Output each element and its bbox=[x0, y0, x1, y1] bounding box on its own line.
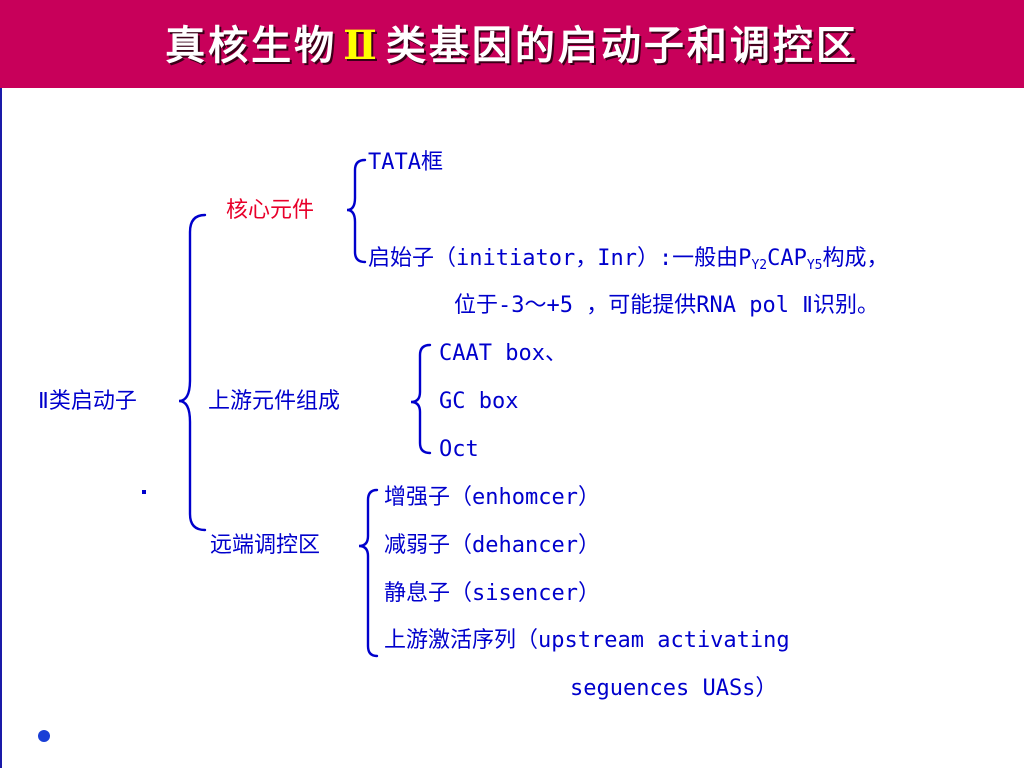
distal-item-uas-line1: 上游激活序列（upstream activating bbox=[384, 628, 790, 653]
upstream-item-oct: Oct bbox=[439, 437, 479, 462]
distal-label: 远端调控区 bbox=[210, 533, 321, 558]
core-brace bbox=[346, 158, 367, 264]
tata-box: TATA框 bbox=[368, 150, 443, 175]
distal-item-silencer: 静息子（sisencer） bbox=[384, 581, 600, 606]
core-label: 核心元件 bbox=[226, 198, 315, 223]
initiator-prefix: 启始子（initiator，Inr）:一般由P bbox=[368, 246, 752, 271]
initiator-sub1: Y2 bbox=[751, 258, 768, 273]
title-part2: 类基因的启动子和调控区 bbox=[385, 22, 859, 69]
stray-dot bbox=[142, 490, 146, 494]
title-part1: 真核生物 bbox=[165, 22, 338, 69]
upstream-brace bbox=[410, 343, 432, 455]
distal-item-uas-line2: seguences UASs） bbox=[570, 676, 778, 701]
bullet-icon bbox=[38, 730, 50, 742]
initiator-suffix: 构成， bbox=[822, 246, 889, 271]
initiator-sub2: Y5 bbox=[806, 258, 823, 273]
upstream-item-gc: GC box bbox=[439, 389, 519, 414]
initiator-line2: 位于-3～+5 ，可能提供RNA pol Ⅱ识别。 bbox=[454, 293, 880, 318]
title-roman-numeral: Ⅱ bbox=[343, 22, 380, 69]
title-bar bbox=[0, 0, 1024, 88]
distal-brace bbox=[358, 488, 379, 658]
root-brace bbox=[178, 213, 207, 532]
left-border bbox=[0, 88, 2, 768]
distal-item-enhancer: 增强子（enhomcer） bbox=[384, 485, 600, 510]
distal-item-dehancer: 减弱子（dehancer） bbox=[384, 533, 600, 558]
initiator-line1: 启始子（initiator，Inr）:一般由PY2CAPY5构成， bbox=[368, 245, 889, 273]
root-label: Ⅱ类启动子 bbox=[38, 389, 137, 414]
upstream-label: 上游元件组成 bbox=[208, 389, 341, 414]
initiator-mid: CAP bbox=[767, 246, 807, 271]
upstream-item-caat: CAAT box、 bbox=[439, 341, 567, 366]
